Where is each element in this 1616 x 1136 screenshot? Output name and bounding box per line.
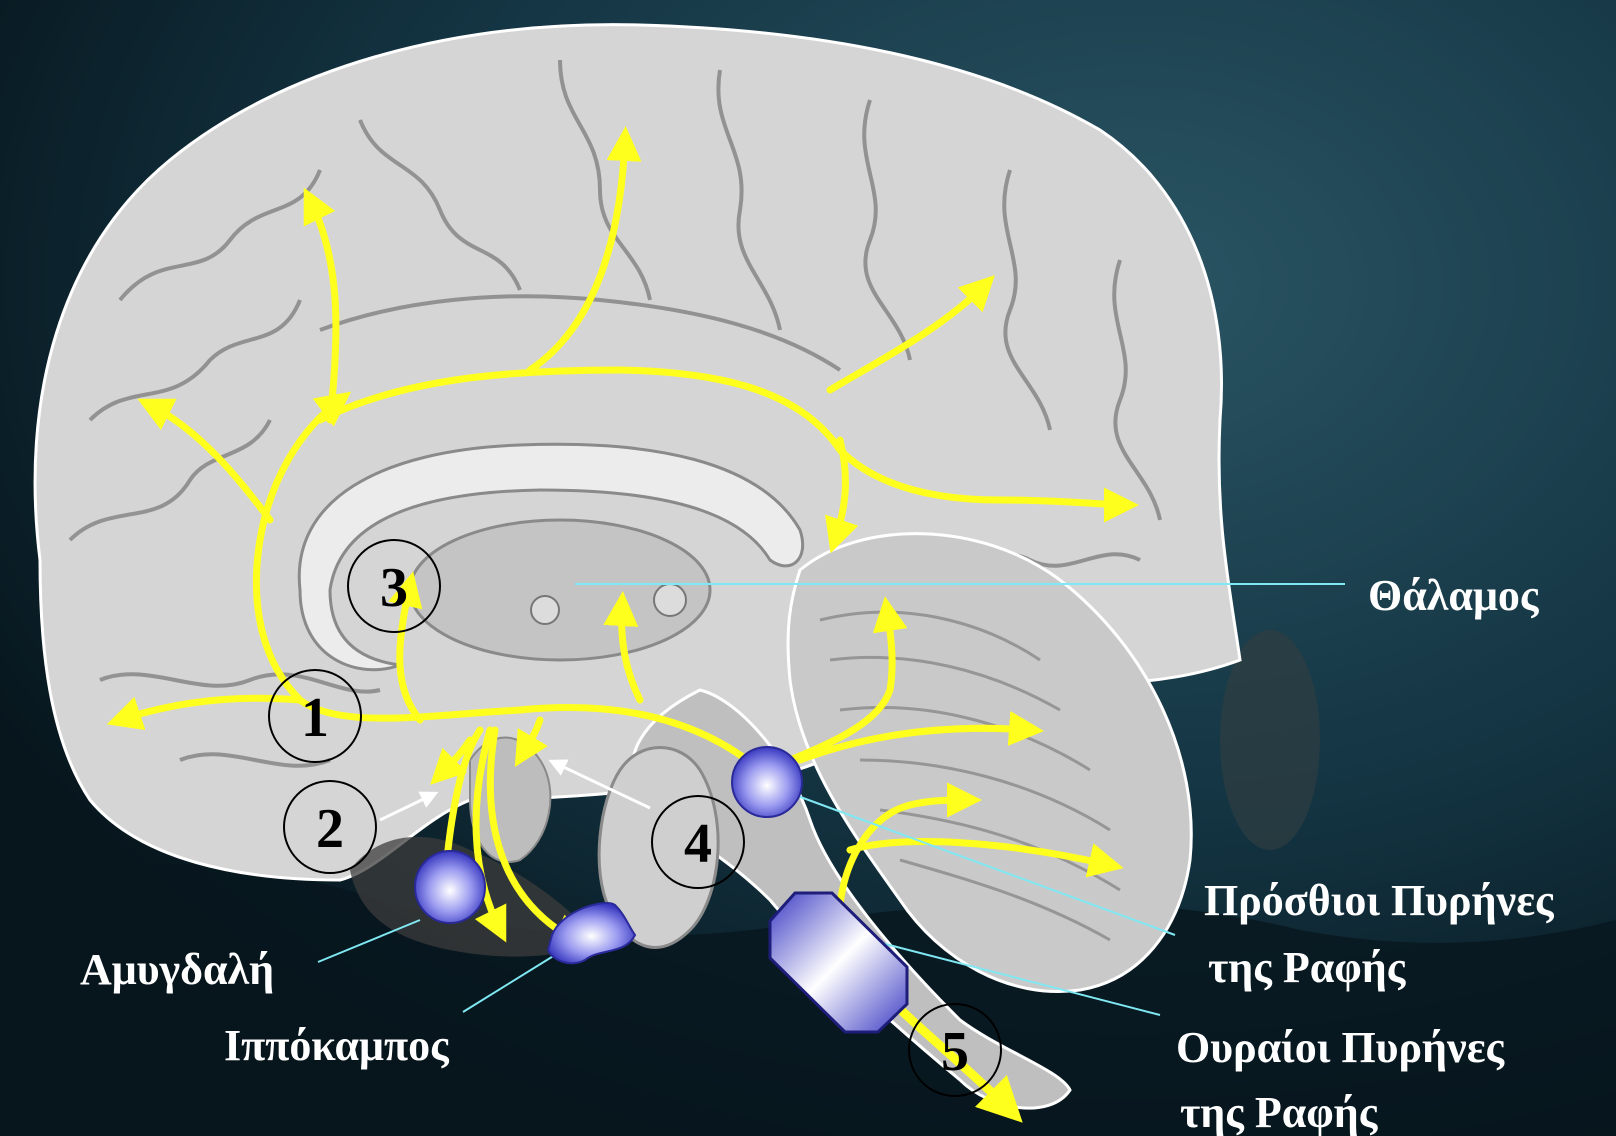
label-hippocampus: Ιππόκαμπος (224, 1021, 450, 1070)
marker-1-text: 1 (301, 687, 329, 749)
marker-5-text: 5 (941, 1021, 969, 1083)
label-anterior-raphe-line1: Πρόσθιοι Πυρήνες (1204, 876, 1555, 925)
marker-3-text: 3 (380, 557, 408, 619)
pineal (654, 584, 686, 616)
label-thalamus: Θάλαμος (1368, 571, 1540, 620)
label-caudal-raphe-line1: Ουραίοι Πυρήνες (1176, 1023, 1506, 1072)
marker-4-text: 4 (684, 813, 712, 875)
label-anterior-raphe-line2: της Ραφής (1208, 943, 1407, 992)
label-amygdala: Αμυγδαλή (80, 945, 274, 994)
thalamus-adhesion (531, 596, 559, 624)
label-caudal-raphe-line2: της Ραφής (1180, 1088, 1379, 1136)
anterior-raphe-nucleus (732, 747, 802, 817)
marker-2-text: 2 (316, 798, 344, 860)
amygdala-shape (415, 851, 485, 923)
